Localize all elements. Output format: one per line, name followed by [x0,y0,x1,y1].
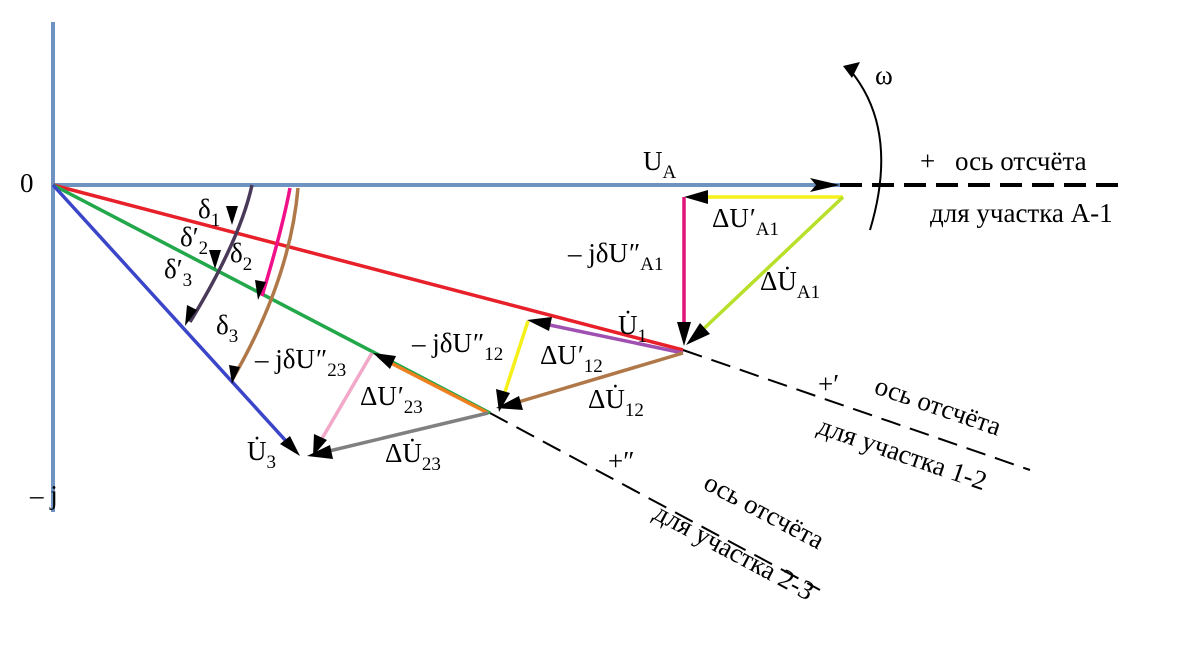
delta3-arrowhead [229,365,240,384]
delta2p-label: δ′2 [180,222,208,259]
delta2p-arrowhead [209,250,221,269]
du-a1-label: ΔU̇A1 [760,266,820,303]
mjdu-12-vector [501,320,530,399]
delta1-arrowhead [226,206,238,225]
omega-arc [849,69,883,231]
u3-arrowhead [280,436,300,456]
du-23-prime-label: ΔU′23 [360,381,423,418]
plus-a1-label: + [920,146,935,176]
reference-axis-12 [682,349,1031,471]
neg-j-label: – j [29,480,58,510]
axis-a1-line1: ось отсчёта [955,146,1087,176]
u3-vector [51,183,298,454]
u1-label: U̇1 [618,310,647,347]
delta2-arrowhead [255,280,266,300]
du-a1-prime-label: ΔU′A1 [712,203,779,240]
omega-arrowhead [843,62,860,78]
u1-vector [52,183,684,352]
delta1-label: δ1 [198,194,220,231]
delta2-arc [260,187,292,297]
ua-arrowhead [810,178,840,192]
omega-label: ω [875,60,893,90]
mjdu-23-vector [318,352,374,443]
delta3p-label: δ′3 [164,254,192,291]
u3-label: U̇3 [247,436,276,473]
mjdu-12-label: – jδU″12 [411,328,503,365]
du-12-label: ΔU̇12 [588,384,644,421]
origin-label: 0 [20,168,34,198]
du-a1-arrowhead [686,323,710,345]
du-12-arrowhead [496,396,523,410]
du-a1-prime-arrowhead [684,190,708,204]
mjdu-a1-arrowhead [677,322,691,346]
delta1-arc [188,184,254,323]
du-12-prime-arrowhead [527,317,552,331]
delta3-arc [230,187,300,381]
mjdu-23-arrowhead [313,434,327,456]
du-12-prime-label: ΔU′12 [540,340,603,377]
reference-axis-23 [489,412,821,591]
plus-23-label: +″ [608,446,634,476]
du-23-prime-arrowhead [373,353,396,369]
du-23-prime-vector [384,358,489,415]
plus-12-label: +′ [818,369,839,399]
ua-label: UA [643,146,677,183]
axis-a1-line2: для участка А-1 [930,198,1113,228]
du-12-vector [514,351,684,405]
mjdu-a1-label: – jδU″A1 [567,238,663,275]
du-23-label: ΔU̇23 [385,438,441,475]
delta3-label: δ3 [216,310,238,347]
axis-12-line1: ось отсчёта [871,370,1005,441]
du-12-prime-vector [539,321,684,355]
du-23-vector [324,411,489,454]
du-23-arrowhead [307,445,333,459]
du-a1-vector [693,195,845,339]
mjdu-23-label: – jδU″23 [254,344,346,381]
delta3p-arrowhead [185,305,197,326]
delta2-label: δ2 [230,238,252,275]
